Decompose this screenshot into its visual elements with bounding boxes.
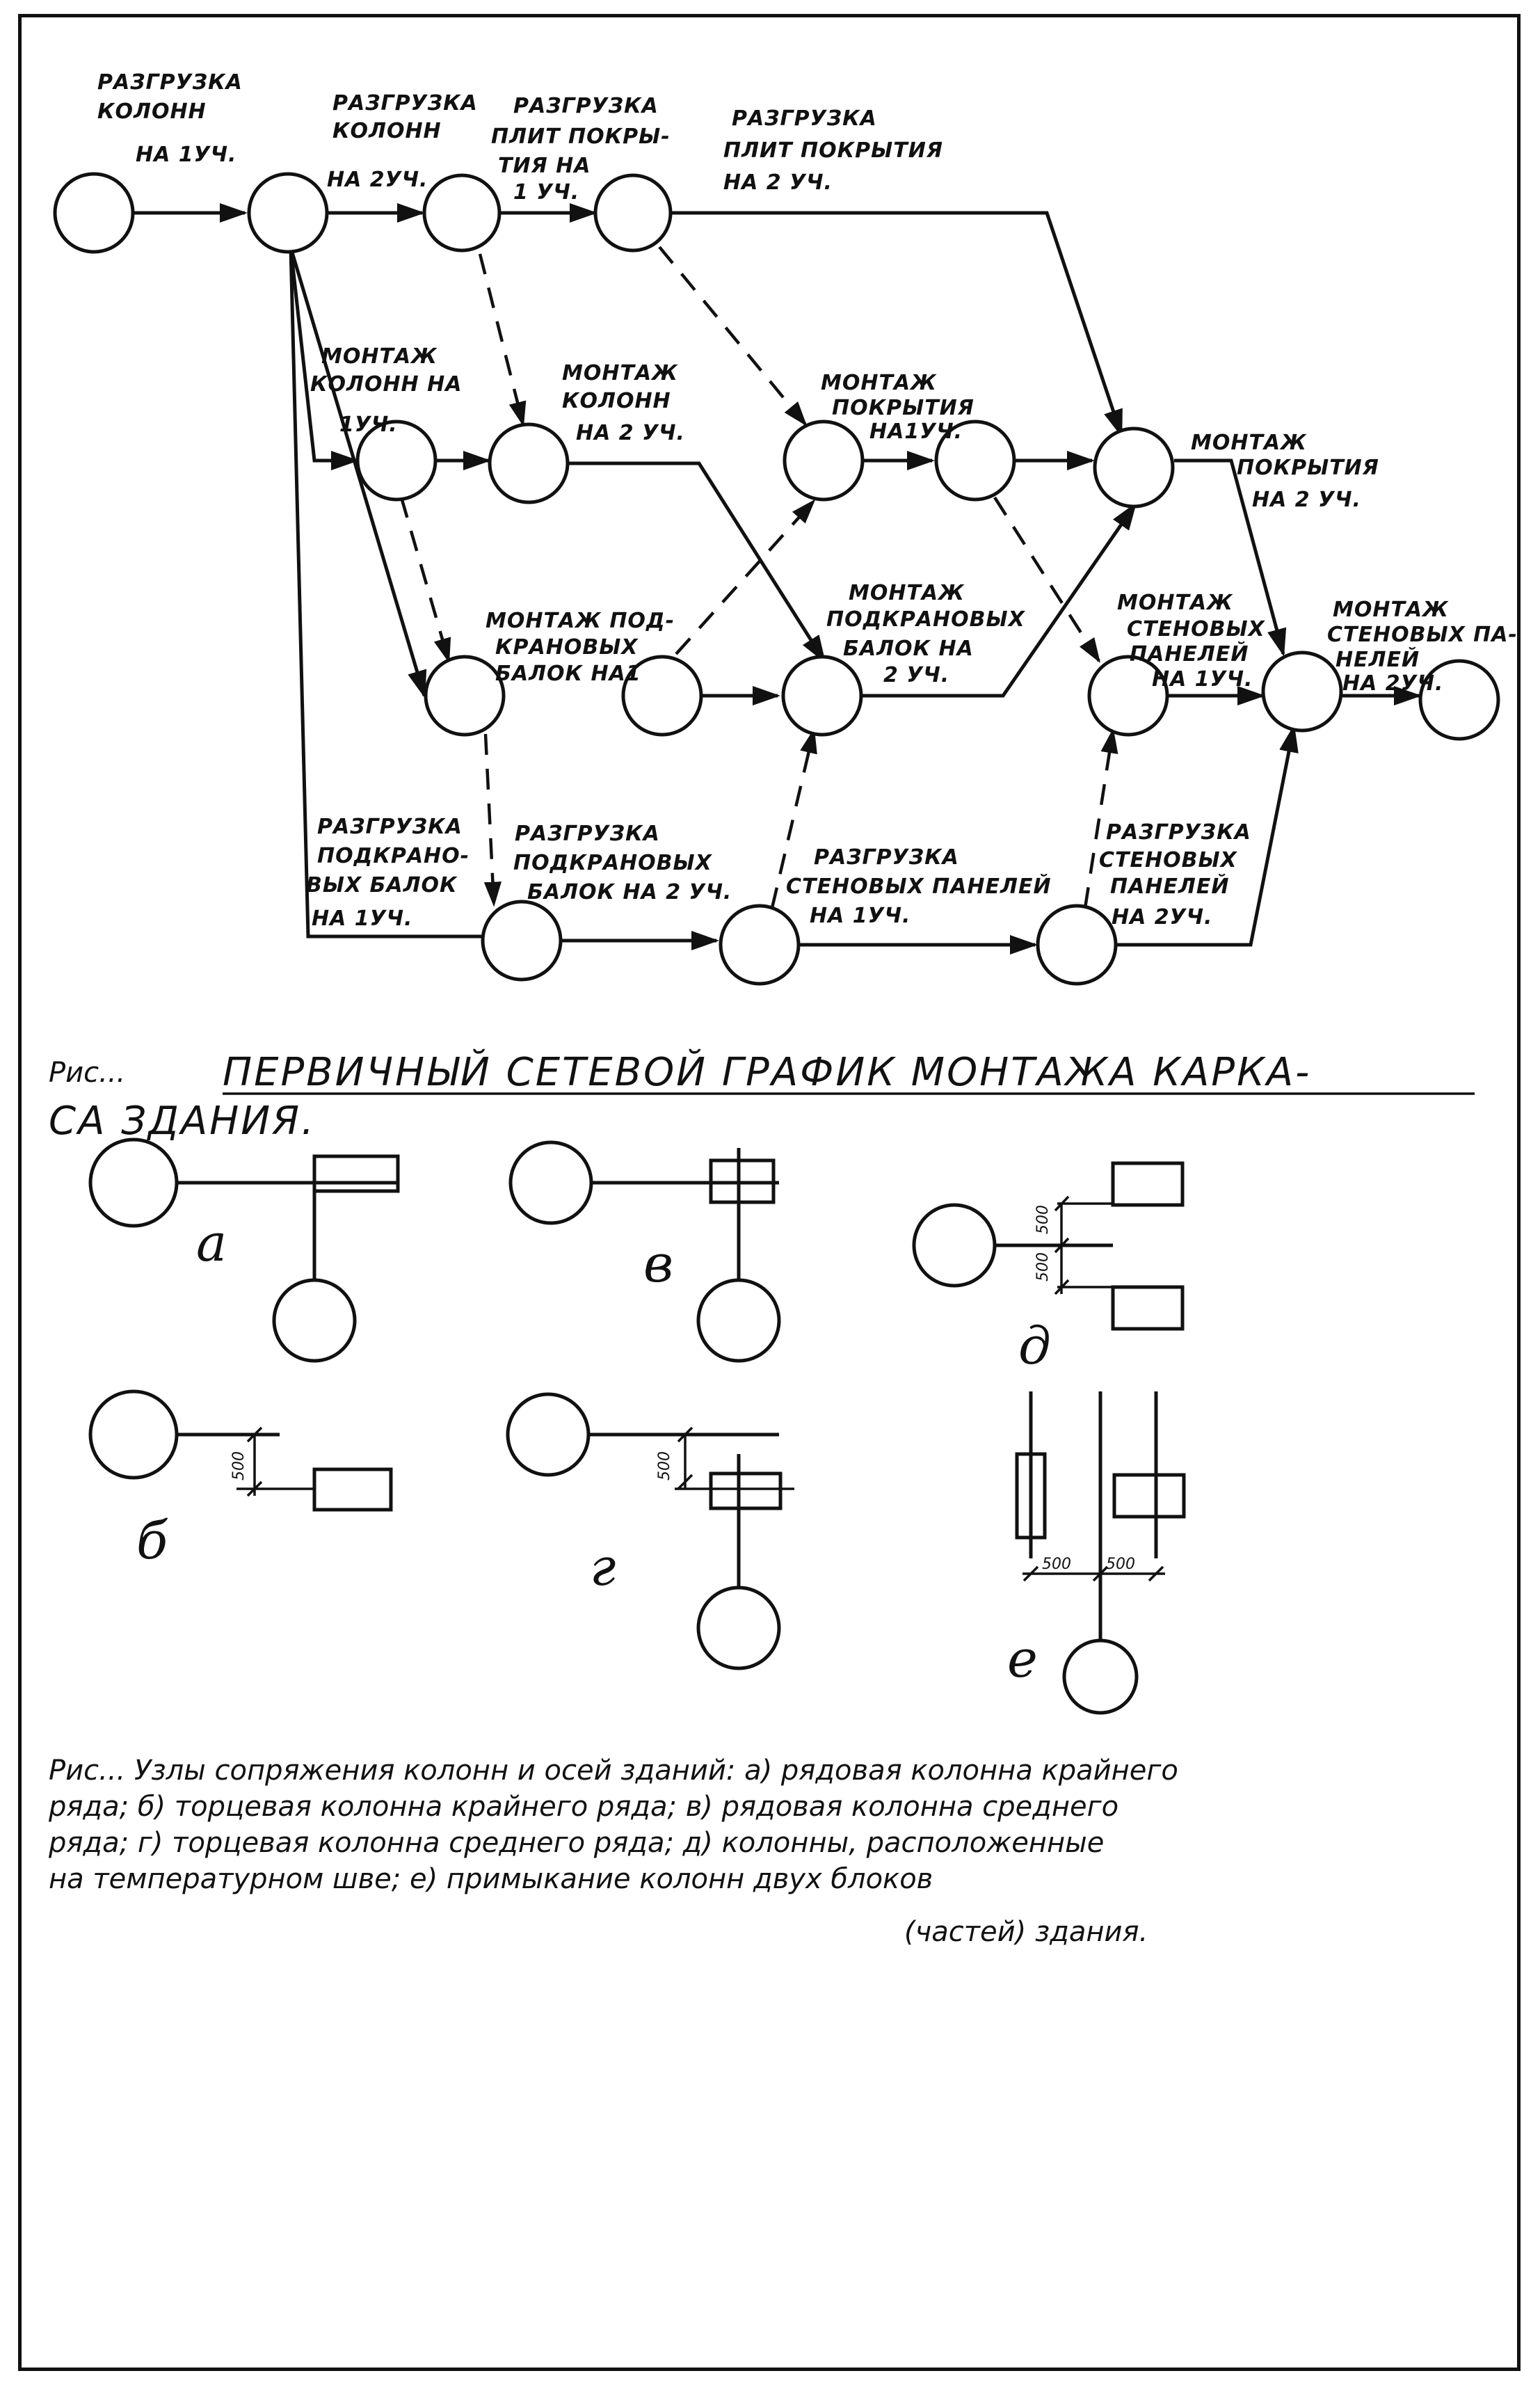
label-unload-columns-1: РАЗГРУЗКА КОЛОНН НА 1УЧ. [97, 70, 250, 167]
edge-unload-crane-beams-1 [289, 247, 481, 939]
event-node-14 [1261, 650, 1343, 733]
joints-caption-line-1: Рис... Узлы сопряжения колонн и осей зда… [49, 1755, 1178, 1787]
joint-letter-e: е [1007, 1629, 1038, 1689]
network-nodes [53, 172, 1500, 986]
label-unload-crane-beams-1: РАЗГРУЗКА ПОДКРАНО- ВЫХ БАЛОК НА 1УЧ. [306, 815, 478, 931]
event-node-6 [488, 422, 570, 504]
event-node-8 [934, 420, 1016, 502]
event-node-16 [481, 900, 563, 982]
joints-caption-line-3: ряда; г) торцевая колонна среднего ряда;… [48, 1827, 1104, 1859]
svg-text:500: 500 [1042, 1556, 1071, 1573]
joints-caption-line-4: на температурном шве; е) примыкание коло… [49, 1863, 933, 1895]
event-node-18 [1036, 904, 1118, 986]
label-unload-slabs-1: РАЗГРУЗКА ПЛИТ ПОКРЫ- ТИЯ НА 1 УЧ. [491, 94, 678, 205]
label-mount-roof-2: МОНТАЖ ПОКРЫТИЯ НА 2 УЧ. [1191, 431, 1387, 512]
joint-v: в [508, 1140, 781, 1363]
edge-mount-roof-2 [1174, 458, 1287, 657]
event-node-13 [1087, 655, 1169, 737]
joints-caption-line-5: (частей) здания. [904, 1916, 1148, 1948]
joint-letter-b: б [136, 1511, 168, 1571]
svg-text:500: 500 [230, 1451, 248, 1480]
edge-unload-wall-panels-2 [1116, 724, 1299, 947]
edge-mount-columns-2 [569, 461, 826, 664]
label-mount-columns-1: МОНТАЖ КОЛОНН НА 1УЧ. [310, 344, 470, 437]
label-mount-columns-2: МОНТАЖ КОЛОНН НА 2 УЧ. [562, 361, 686, 445]
svg-text:500: 500 [656, 1451, 673, 1480]
edge-unload-slabs-2 [669, 211, 1123, 438]
event-node-7 [783, 420, 865, 502]
network-caption: Рис... ПЕРВИЧНЫЙ СЕТЕВОЙ ГРАФИК МОНТАЖА … [49, 1050, 1475, 1144]
label-unload-crane-beams-2: РАЗГРУЗКА ПОДКРАНОВЫХ БАЛОК НА 2 УЧ. [513, 822, 732, 904]
label-mount-crane-beams-2: МОНТАЖ ПОДКРАНОВЫХ БАЛОК НА 2 УЧ. [826, 581, 1033, 687]
joint-e: 500 500 е [1007, 1391, 1186, 1715]
joint-letter-d: д [1018, 1316, 1051, 1376]
svg-text:500: 500 [1034, 1205, 1052, 1234]
event-node-17 [719, 904, 801, 986]
event-node-3 [422, 173, 502, 253]
event-node-10 [424, 655, 506, 737]
dep-walls-unload-crane-2 [770, 728, 817, 909]
label-unload-slabs-2: РАЗГРУЗКА ПЛИТ ПОКРЫТИЯ НА 2 УЧ. [723, 106, 951, 195]
caption-title-line-1: ПЕРВИЧНЫЙ СЕТЕВОЙ ГРАФИК МОНТАЖА КАРКА- [223, 1050, 1311, 1095]
svg-text:500: 500 [1034, 1252, 1052, 1282]
dep-crane-1-unload-crane [483, 733, 502, 907]
label-mount-crane-beams-1: МОНТАЖ ПОД- КРАНОВЫХ БАЛОК НА1 [486, 609, 683, 686]
event-node-12 [781, 655, 863, 737]
network-solid-edges [134, 203, 1422, 955]
dep-columns-1-crane [399, 497, 451, 664]
event-node-1 [53, 172, 135, 254]
joints-caption: Рис... Узлы сопряжения колонн и осей зда… [48, 1755, 1178, 1948]
network-dashed-edges [399, 246, 1118, 909]
label-unload-wall-panels-2: РАЗГРУЗКА СТЕНОВЫХ ПАНЕЛЕЙ НА 2УЧ. [1099, 820, 1259, 929]
event-node-4 [593, 173, 673, 253]
event-node-11 [621, 655, 703, 737]
joint-b: 500 б [88, 1389, 393, 1571]
label-unload-columns-2: РАЗГРУЗКА КОЛОНН НА 2УЧ. [327, 91, 486, 192]
joint-d: 500 500 д [912, 1161, 1185, 1376]
svg-text:500: 500 [1106, 1556, 1135, 1573]
label-mount-roof-1: МОНТАЖ ПОКРЫТИЯ НА1УЧ. [821, 371, 982, 444]
network-graph: РАЗГРУЗКА КОЛОНН НА 1УЧ. РАЗГРУЗКА КОЛОН… [53, 70, 1525, 986]
caption-prefix: Рис... [49, 1057, 125, 1089]
edge-start-mount-columns-1 [289, 247, 359, 470]
label-unload-wall-panels-1: РАЗГРУЗКА СТЕНОВЫХ ПАНЕЛЕЙ НА 1УЧ. [786, 845, 1059, 928]
event-node-5 [355, 420, 438, 502]
sheet-frame [18, 14, 1521, 2371]
dep-slabs-1-roof [658, 246, 808, 426]
joint-letter-a: а [196, 1213, 227, 1273]
joints-caption-line-2: ряда; б) торцевая колонна крайнего ряда;… [48, 1791, 1118, 1823]
label-mount-wall-panels-2: МОНТАЖ СТЕНОВЫХ ПА- НЕЛЕЙ НА 2УЧ. [1327, 598, 1525, 696]
event-node-2 [247, 172, 329, 254]
caption-title-line-2: СА ЗДАНИЯ. [49, 1099, 316, 1144]
dep-columns-2-mount [478, 253, 527, 427]
network-labels: РАЗГРУЗКА КОЛОНН НА 1УЧ. РАЗГРУЗКА КОЛОН… [97, 70, 1525, 931]
joint-letter-g: г [590, 1538, 616, 1597]
label-mount-wall-panels-1: МОНТАЖ СТЕНОВЫХ ПАНЕЛЕЙ НА 1УЧ. [1117, 591, 1273, 692]
event-node-15 [1418, 659, 1500, 741]
joint-g: 500 г [506, 1392, 794, 1670]
joint-a: а [88, 1137, 400, 1363]
edge-mount-crane-beams-2 [863, 502, 1137, 698]
dep-walls-unload-walls-1 [1083, 728, 1118, 909]
event-node-9 [1093, 426, 1175, 509]
joint-letter-v: в [643, 1234, 673, 1294]
joint-details: а в 500 [88, 1137, 1186, 1715]
dep-crane-1-roof-1 [675, 499, 816, 655]
